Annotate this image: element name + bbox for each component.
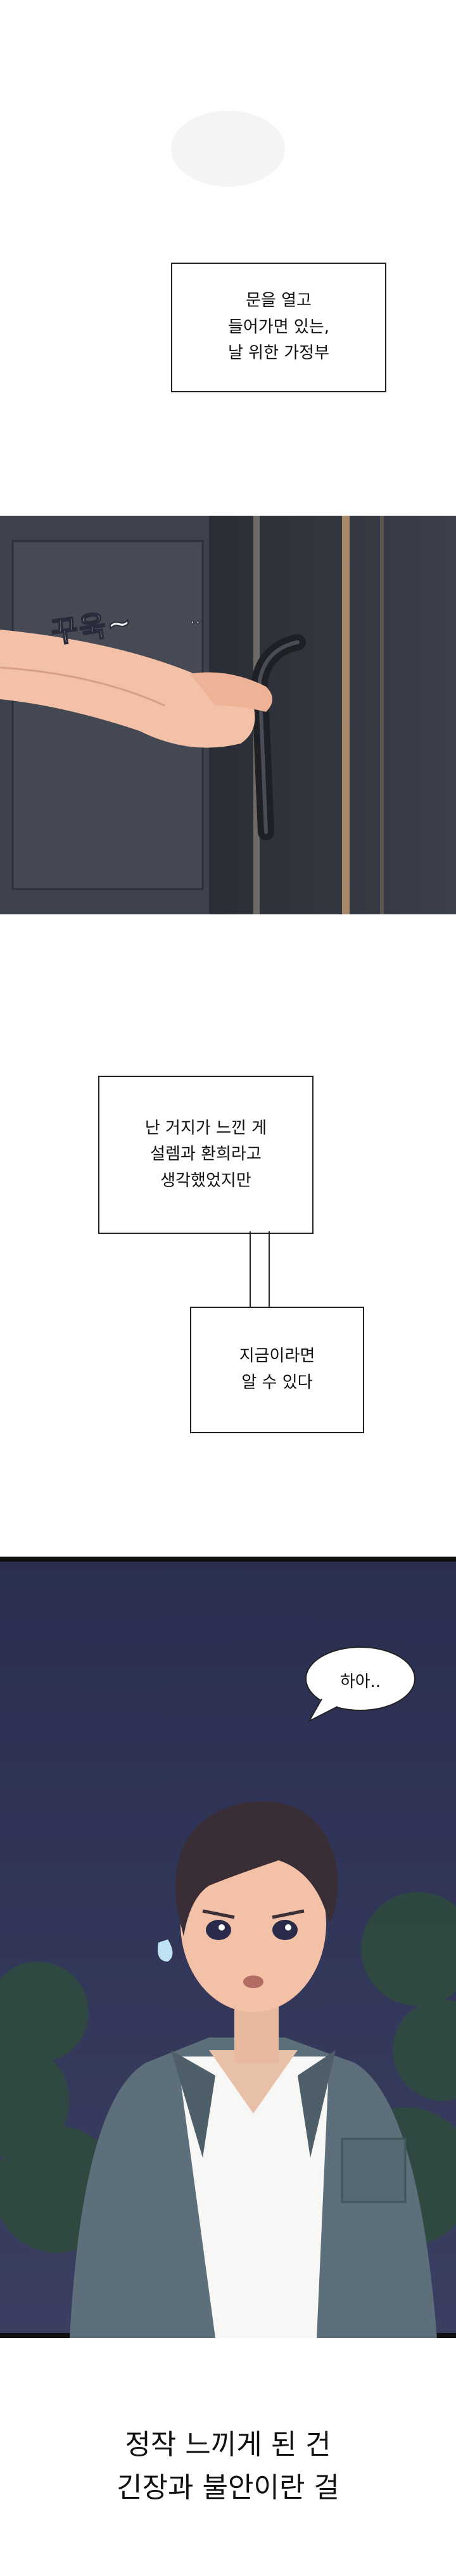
speech-bubble (305, 1646, 415, 1723)
narration-line: 지금이라면 (239, 1347, 315, 1366)
panel-door-handle (0, 516, 456, 914)
narration-box-1: 문을 열고 들어가면 있는, 날 위한 가정부 (171, 263, 386, 392)
narration-line: 설렘과 환희라고 (150, 1145, 262, 1164)
narration-box-3: 지금이라면 알 수 있다 (190, 1307, 364, 1433)
faded-top-illustration (171, 111, 285, 187)
narration-line: 난 거지가 느낀 게 (144, 1118, 267, 1138)
speech-text: 하아.. (339, 1672, 381, 1691)
narration-line: 알 수 있다 (241, 1373, 313, 1392)
panel-man-night (0, 1557, 456, 2338)
narration-line: 문을 열고 (246, 291, 312, 311)
closing-narration: 정작 느끼게 된 건 긴장과 불안이란 걸 (0, 2424, 456, 2510)
narration-box-2: 난 거지가 느낀 게 설렘과 환희라고 생각했었지만 (98, 1076, 314, 1234)
narration-line: 정작 느끼게 된 건 (125, 2429, 331, 2461)
narration-line: 긴장과 불안이란 걸 (117, 2472, 339, 2504)
narration-line: 생각했었지만 (160, 1171, 251, 1190)
narration-line: 날 위한 가정부 (227, 344, 330, 363)
sound-effect-dots: .. (190, 609, 201, 628)
narration-connector (250, 1231, 270, 1307)
narration-line: 들어가면 있는, (227, 317, 330, 337)
